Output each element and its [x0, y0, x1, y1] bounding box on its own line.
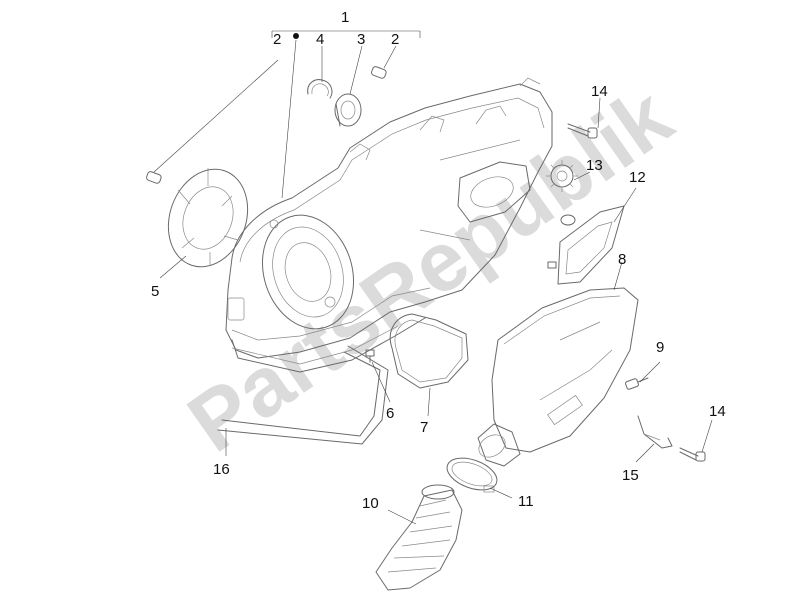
part-7-gasket	[389, 313, 469, 389]
callout-14-bottom: 14	[709, 403, 726, 420]
part-12-badge	[547, 205, 625, 285]
callout-12: 12	[629, 169, 646, 186]
callout-8: 8	[618, 251, 626, 268]
group-bracket	[271, 30, 421, 38]
part-5-shroud-plate	[167, 168, 249, 268]
part-10-intake-hose	[375, 484, 463, 591]
callout-2-left: 2	[273, 31, 281, 48]
part-11-clamp	[446, 457, 498, 493]
leader-lines	[153, 33, 713, 525]
watermark-text: PartsRepublik	[171, 69, 688, 470]
part-8-filter-housing	[477, 287, 639, 467]
part-3-bearing	[334, 93, 362, 127]
part-2-pin-right	[371, 66, 387, 79]
callout-4: 4	[316, 31, 324, 48]
callout-10: 10	[362, 495, 379, 512]
callout-9: 9	[656, 339, 664, 356]
part-4-circlip	[307, 79, 333, 99]
callout-16: 16	[213, 461, 230, 478]
callout-6: 6	[386, 405, 394, 422]
callout-5: 5	[151, 283, 159, 300]
callout-11: 11	[518, 493, 534, 510]
callout-7: 7	[420, 419, 428, 436]
part-14-bolt-top	[567, 123, 598, 139]
bullet-dot	[293, 33, 299, 39]
callout-14-top: 14	[591, 83, 608, 100]
crankcase-cover	[225, 77, 553, 373]
part-13-nut	[546, 160, 578, 226]
part-15-bracket	[637, 415, 673, 449]
callout-labels: 1 2 4 3 2 14 13 12 5 8 9 6 7 16 14 15 10…	[151, 9, 726, 512]
part-16-hose	[217, 345, 389, 445]
callout-1: 1	[341, 9, 349, 26]
callout-3: 3	[357, 31, 365, 48]
callout-13: 13	[586, 157, 603, 174]
part-9-screw	[625, 377, 649, 390]
callout-15: 15	[622, 467, 639, 484]
part-2-pin-left	[146, 171, 162, 184]
part-14-bolt-bottom	[679, 447, 706, 462]
callout-2-right: 2	[391, 31, 399, 48]
